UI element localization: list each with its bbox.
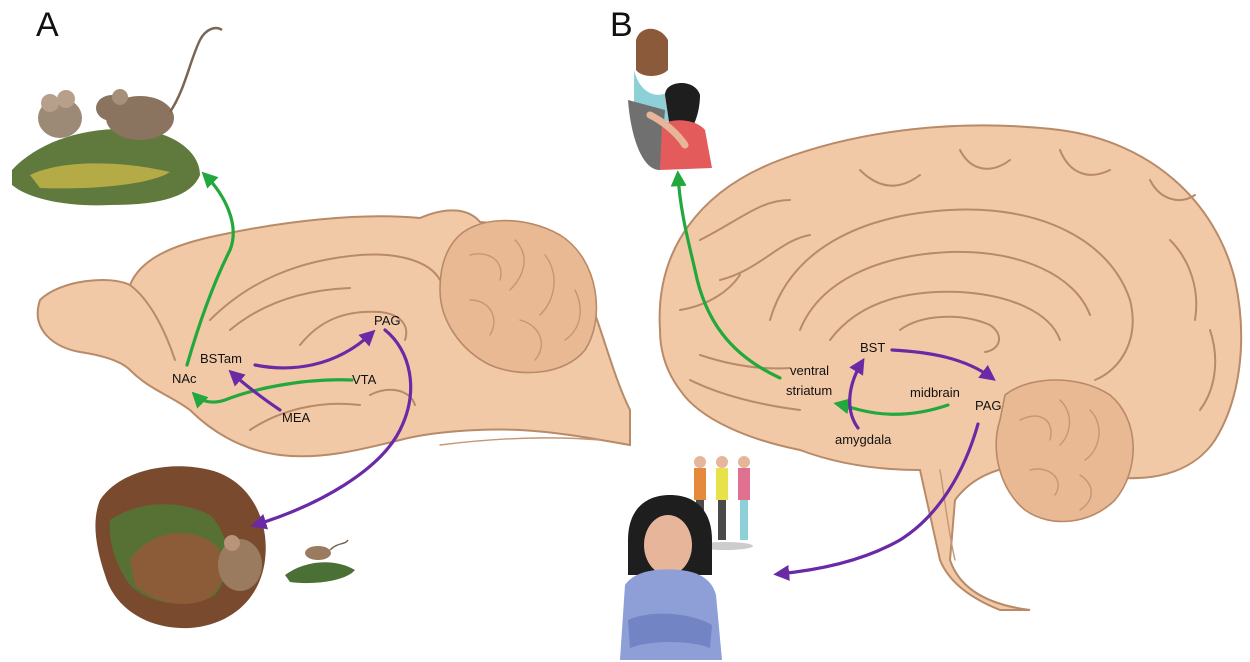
panel-b-letter: B (610, 6, 633, 44)
region-label-striatum: striatum (786, 383, 832, 398)
human-cerebellum (996, 380, 1133, 521)
region-label-ventral: ventral (790, 363, 829, 378)
panel-b: B (610, 6, 1241, 660)
region-label-bst: BST (860, 340, 885, 355)
region-label-pag: PAG (975, 398, 1002, 413)
panel-a-letter: A (36, 6, 59, 44)
region-label-midbrain: midbrain (910, 385, 960, 400)
panel-a: A (12, 6, 630, 628)
region-label-bstam: BSTam (200, 351, 242, 366)
avoidant-people-illustration (620, 456, 753, 660)
affiliative-mice-illustration (12, 28, 222, 205)
region-label-amygdala: amygdala (835, 432, 892, 447)
region-label-pag: PAG (374, 313, 401, 328)
region-label-vta: VTA (352, 372, 377, 387)
region-label-mea: MEA (282, 410, 311, 425)
region-label-nac: NAc (172, 371, 197, 386)
rodent-brain-illustration (38, 210, 630, 456)
affiliative-people-illustration (628, 29, 712, 170)
avoidant-mice-illustration (95, 466, 355, 628)
